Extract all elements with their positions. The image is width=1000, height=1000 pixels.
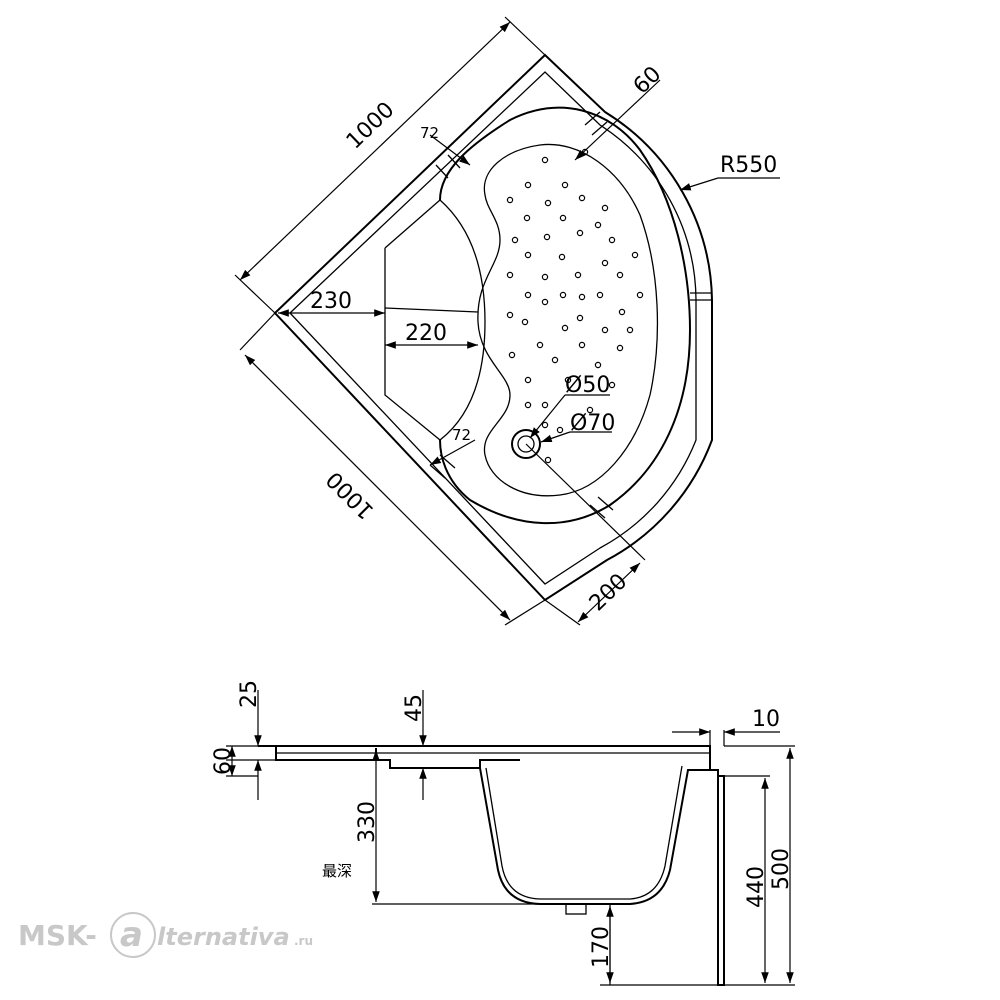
anti-slip-dot bbox=[506, 196, 514, 204]
rim-tab-top bbox=[584, 111, 608, 136]
anti-slip-dot bbox=[616, 344, 624, 352]
anti-slip-dot bbox=[541, 298, 549, 306]
max-depth-label: 最深 bbox=[322, 862, 352, 880]
rim-outline bbox=[258, 745, 725, 986]
tray-rim-inner bbox=[289, 71, 697, 585]
dim-rim-height: 60 bbox=[211, 747, 236, 775]
dim-max-depth: 330 bbox=[355, 801, 380, 843]
dim-line-side-upper bbox=[239, 21, 511, 281]
anti-slip-dot bbox=[594, 221, 602, 229]
tray-outer-outline bbox=[273, 53, 713, 602]
dim-drain-height: 170 bbox=[589, 926, 614, 968]
dim-seat-depth: 220 bbox=[405, 321, 447, 346]
anti-slip-dot bbox=[561, 324, 569, 332]
anti-slip-dot bbox=[601, 204, 609, 212]
anti-slip-dot bbox=[541, 273, 549, 281]
dim-line-side-lower bbox=[244, 354, 511, 621]
anti-slip-dot bbox=[578, 293, 586, 301]
dim-step: 45 bbox=[402, 694, 427, 722]
anti-slip-dot bbox=[508, 351, 516, 359]
anti-slip-dot bbox=[511, 236, 519, 244]
anti-slip-dot bbox=[578, 341, 586, 349]
anti-slip-dot bbox=[564, 376, 572, 384]
seat-panel bbox=[384, 199, 441, 441]
anti-slip-dot bbox=[524, 401, 532, 409]
anti-slip-dot bbox=[544, 199, 552, 207]
dim-line-wall-bottom bbox=[429, 439, 476, 466]
basin-floor-outline bbox=[477, 143, 659, 497]
anti-slip-dot bbox=[608, 381, 616, 389]
rim-tab-bottom bbox=[589, 496, 614, 519]
anti-slip-dot bbox=[521, 318, 529, 326]
anti-slip-dot bbox=[576, 314, 584, 322]
dim-drain-outer: Ø70 bbox=[570, 411, 615, 436]
rim-underside bbox=[275, 746, 520, 769]
anti-slip-dot bbox=[631, 251, 639, 259]
anti-slip-dot bbox=[594, 361, 602, 369]
anti-slip-dot bbox=[541, 156, 549, 164]
rim-tab-right bbox=[690, 292, 712, 301]
dim-rim-top: 25 bbox=[237, 680, 262, 708]
watermark-circle bbox=[110, 912, 156, 958]
dim-line-wall-top bbox=[429, 134, 471, 166]
anti-slip-dot bbox=[586, 406, 594, 414]
anti-slip-dot bbox=[618, 308, 626, 316]
drain-inner bbox=[517, 435, 535, 453]
dim-rim-width: 60 bbox=[629, 62, 667, 99]
watermark-logo: MSK- a lternativa .ru bbox=[18, 912, 313, 958]
watermark-letter: a bbox=[120, 915, 143, 955]
anti-slip-dot bbox=[636, 291, 644, 299]
watermark-tld: .ru bbox=[294, 934, 313, 948]
anti-slip-dot bbox=[524, 181, 532, 189]
anti-slip-dot bbox=[596, 291, 604, 299]
dim-apron: 440 bbox=[744, 866, 769, 908]
anti-slip-dot bbox=[578, 194, 586, 202]
anti-slip-dot bbox=[506, 271, 514, 279]
dim-wall-bottom: 72 bbox=[452, 426, 471, 444]
anti-slip-dot bbox=[558, 253, 566, 261]
top-view-plan: 1000 1000 60 R550 72 72 230 220 Ø50 Ø70 bbox=[234, 16, 780, 626]
dim-radius: R550 bbox=[720, 153, 777, 178]
anti-slip-dot bbox=[561, 181, 569, 189]
dim-side-upper: 1000 bbox=[342, 97, 400, 154]
basin-inner bbox=[485, 765, 683, 900]
anti-slip-dot bbox=[544, 456, 552, 464]
dim-side-lower: 1000 bbox=[322, 466, 379, 523]
watermark-prefix: MSK- bbox=[18, 919, 97, 952]
anti-slip-dot bbox=[574, 271, 582, 279]
dim-drain-inner: Ø50 bbox=[565, 373, 610, 398]
dim-wall-top: 72 bbox=[420, 124, 439, 142]
anti-slip-dot bbox=[559, 214, 567, 222]
dim-wall: 10 bbox=[752, 707, 780, 732]
anti-slip-dot bbox=[524, 291, 532, 299]
basin-profile bbox=[479, 767, 718, 905]
dim-line-rim bbox=[574, 79, 661, 161]
anti-slip-dot bbox=[551, 356, 559, 364]
anti-slip-dot bbox=[524, 251, 532, 259]
anti-slip-dot bbox=[608, 236, 616, 244]
dim-total-height: 500 bbox=[769, 848, 794, 890]
anti-slip-dot bbox=[523, 214, 531, 222]
dim-corner-depth: 230 bbox=[310, 289, 352, 314]
anti-slip-dot bbox=[524, 376, 532, 384]
anti-slip-dot bbox=[576, 229, 584, 237]
anti-slip-dot bbox=[601, 326, 609, 334]
seat-center-line bbox=[384, 307, 479, 313]
side-view-section: 25 60 45 10 330 最深 440 500 170 bbox=[211, 680, 795, 986]
anti-slip-dot bbox=[616, 271, 624, 279]
dim-line-bottom-offset bbox=[577, 562, 641, 623]
anti-slip-dot bbox=[541, 401, 549, 409]
anti-slip-dot bbox=[601, 259, 609, 267]
drain-outer bbox=[511, 429, 541, 459]
watermark-suffix: lternativa bbox=[157, 923, 290, 951]
anti-slip-dot bbox=[556, 426, 564, 434]
anti-slip-dot bbox=[626, 326, 634, 334]
anti-slip-dot bbox=[536, 341, 544, 349]
anti-slip-dot bbox=[541, 421, 549, 429]
anti-slip-dot bbox=[506, 311, 514, 319]
anti-slip-dot bbox=[559, 291, 567, 299]
drain-fitting bbox=[565, 903, 587, 915]
anti-slip-dot bbox=[543, 233, 551, 241]
